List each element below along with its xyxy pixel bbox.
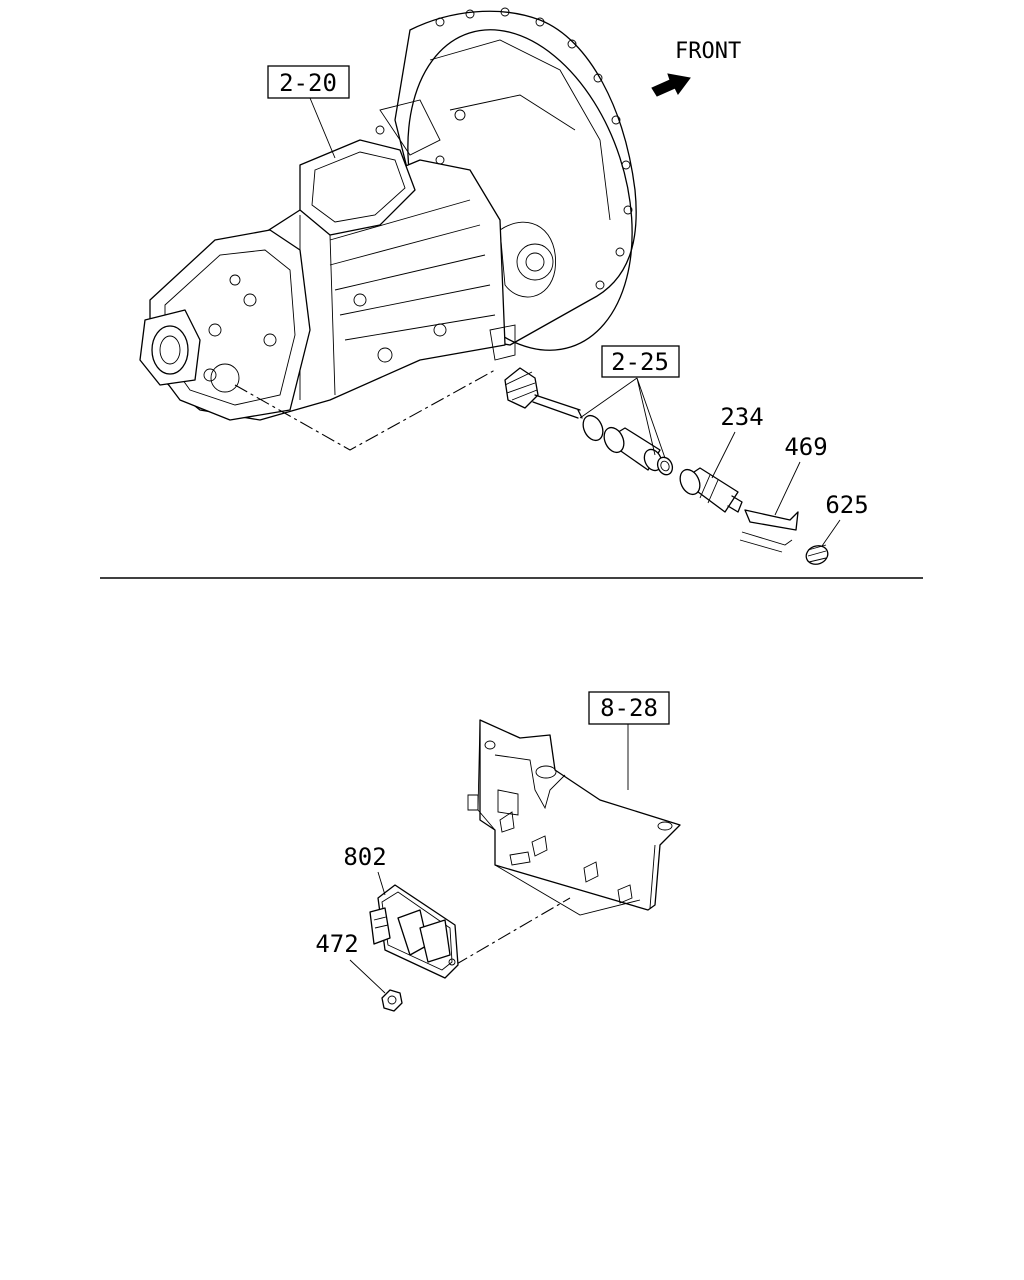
transmission-assembly [139, 7, 637, 421]
nut-472[interactable]: 472 [315, 930, 403, 1012]
ref-box-2-25[interactable]: 2-25 [601, 345, 680, 378]
part-234-label: 234 [720, 403, 763, 431]
front-label: FRONT [675, 39, 741, 64]
front-indicator: FRONT [651, 39, 741, 97]
part-625-label: 625 [825, 491, 868, 519]
controller-unit-802[interactable]: 802 [343, 843, 459, 979]
ref-2-20-label: 2-20 [279, 69, 337, 97]
part-802-label: 802 [343, 843, 386, 871]
speedometer-gear-assembly [504, 367, 674, 476]
ref-box-2-20[interactable]: 2-20 [267, 65, 350, 99]
mounting-bracket [467, 719, 681, 916]
part-472-label: 472 [315, 930, 358, 958]
part-469-label: 469 [784, 433, 827, 461]
ref-2-25-label: 2-25 [611, 348, 669, 376]
ref-8-28-label: 8-28 [600, 694, 658, 722]
clip-469[interactable]: 469 [739, 433, 828, 553]
speed-sensor-234[interactable]: 234 [676, 403, 764, 513]
front-arrow-icon [651, 73, 691, 97]
ref-box-8-28[interactable]: 8-28 [588, 691, 670, 725]
cap-625[interactable]: 625 [804, 491, 869, 567]
